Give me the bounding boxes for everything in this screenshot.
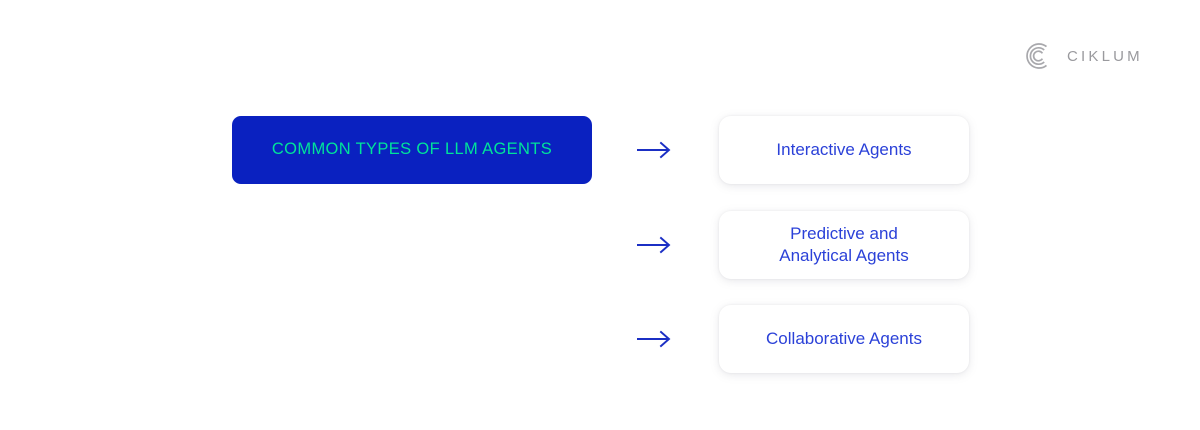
- branch-row-1: Interactive Agents: [636, 116, 976, 184]
- branch-card-2-label: Predictive and Analytical Agents: [779, 224, 909, 265]
- source-node-label: COMMON TYPES OF LLM AGENTS: [271, 140, 553, 159]
- branch-card-2[interactable]: Predictive and Analytical Agents: [719, 211, 969, 279]
- branch-card-1[interactable]: Interactive Agents: [719, 116, 969, 184]
- branch-row-3: Collaborative Agents: [636, 305, 976, 373]
- right-arrow-icon: [637, 141, 671, 159]
- brand-logo: CIKLUM: [1022, 40, 1143, 72]
- branch-card-3[interactable]: Collaborative Agents: [719, 305, 969, 373]
- branch-card-3-label: Collaborative Agents: [766, 329, 922, 348]
- source-node: COMMON TYPES OF LLM AGENTS: [232, 116, 592, 184]
- right-arrow-icon: [637, 236, 671, 254]
- branch-card-1-label: Interactive Agents: [776, 140, 912, 159]
- branch-row-2: Predictive and Analytical Agents: [636, 211, 976, 279]
- brand-wordmark: CIKLUM: [1067, 47, 1143, 65]
- right-arrow-icon: [637, 330, 671, 348]
- ciklum-concentric-c-icon: [1026, 43, 1048, 69]
